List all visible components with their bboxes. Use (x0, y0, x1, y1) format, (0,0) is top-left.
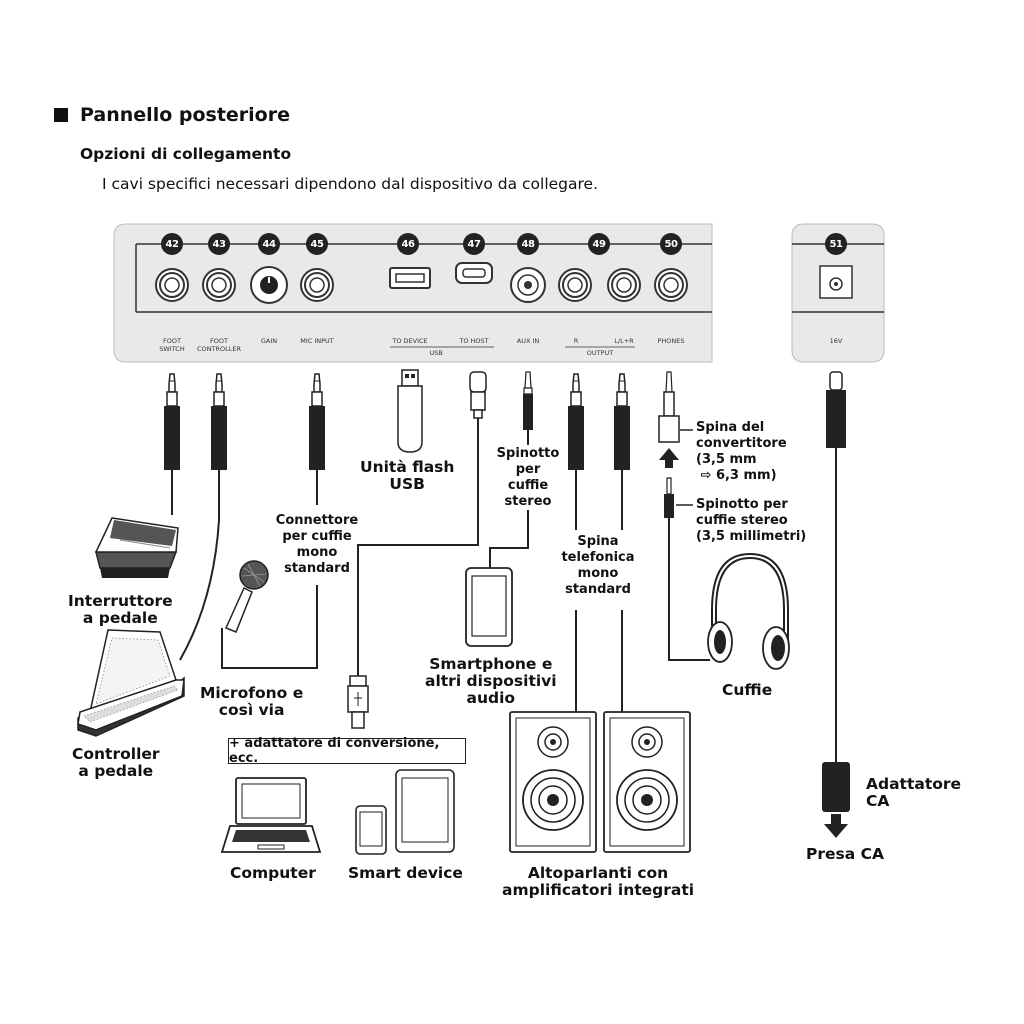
microphone-icon (224, 560, 269, 633)
dc-plug (826, 371, 846, 448)
port-number-42: 42 (161, 233, 183, 255)
label-output: OUTPUT (586, 349, 614, 357)
gain-knob[interactable] (250, 266, 288, 304)
mic-plug (308, 373, 326, 471)
port-number-51: 51 (825, 233, 847, 255)
label-output-r: R (573, 337, 579, 345)
adapter-note-box: + adattatore di conversione, ecc. (228, 736, 466, 766)
output-l-plug (613, 373, 631, 471)
port-number-47: 47 (463, 233, 485, 255)
heading-square-icon (54, 108, 68, 122)
subheading: Opzioni di collegamento (80, 145, 292, 163)
label-cuffie: Cuffie (722, 681, 773, 699)
port-number-43: 43 (208, 233, 230, 255)
port-number-44: 44 (258, 233, 280, 255)
port-number-49: 49 (588, 233, 610, 255)
aux-in-jack[interactable] (510, 267, 546, 303)
usb-to-device-port[interactable] (389, 267, 431, 289)
output-l-jack[interactable] (607, 268, 641, 302)
label-to-host: TO HOST (459, 337, 489, 345)
label-computer: Computer (230, 864, 316, 882)
foot-switch-jack[interactable] (155, 268, 189, 302)
aux-mini-plug (523, 371, 533, 430)
description: I cavi specifici necessari dipendono dal… (102, 175, 599, 193)
heading-text: Pannello posteriore (80, 104, 290, 126)
speaker-right-icon (603, 711, 691, 853)
label-mic-input: MIC INPUT (300, 337, 334, 345)
foot-controller-jack[interactable] (202, 268, 236, 302)
headphones-icon (707, 552, 790, 670)
ac-adapter-icon (822, 762, 850, 812)
smartphone-icon (465, 567, 513, 647)
label-phones: PHONES (657, 337, 685, 345)
section-heading: Pannello posteriore (54, 104, 290, 126)
foot-switch-icon (94, 517, 179, 578)
usb-to-host-port[interactable] (455, 262, 493, 284)
headphone-mini-plug (664, 477, 674, 518)
label-presa-ca: Presa CA (806, 845, 884, 863)
phone-device-icon (355, 805, 387, 855)
converter-plug (658, 371, 680, 443)
foot-controller-icon (77, 629, 185, 737)
label-usb: USB (429, 349, 443, 357)
label-gain: GAIN (260, 337, 278, 345)
mic-input-jack[interactable] (300, 268, 334, 302)
label-dc-in: 16V (829, 337, 843, 345)
port-number-50: 50 (660, 233, 682, 255)
usb-flash-drive-icon (397, 369, 423, 453)
label-to-device: TO DEVICE (392, 337, 428, 345)
dc-panel (791, 223, 885, 363)
tablet-icon (395, 769, 455, 853)
usb-c-plug-icon (469, 371, 487, 419)
output-r-plug (567, 373, 585, 471)
up-arrow-icon (659, 448, 679, 468)
usb-a-plug-icon (347, 675, 369, 729)
label-smart-device: Smart device (348, 864, 463, 882)
speaker-left-icon (509, 711, 597, 853)
port-number-46: 46 (397, 233, 419, 255)
foot-controller-plug (210, 373, 228, 471)
output-r-jack[interactable] (558, 268, 592, 302)
foot-switch-plug (163, 373, 181, 471)
label-aux-in: AUX IN (516, 337, 540, 345)
phones-jack[interactable] (654, 268, 688, 302)
down-arrow-icon (824, 814, 848, 838)
port-number-45: 45 (306, 233, 328, 255)
rear-panel (113, 223, 713, 363)
label-output-l: L/L+R (614, 337, 634, 345)
laptop-icon (220, 777, 322, 853)
port-number-48: 48 (517, 233, 539, 255)
